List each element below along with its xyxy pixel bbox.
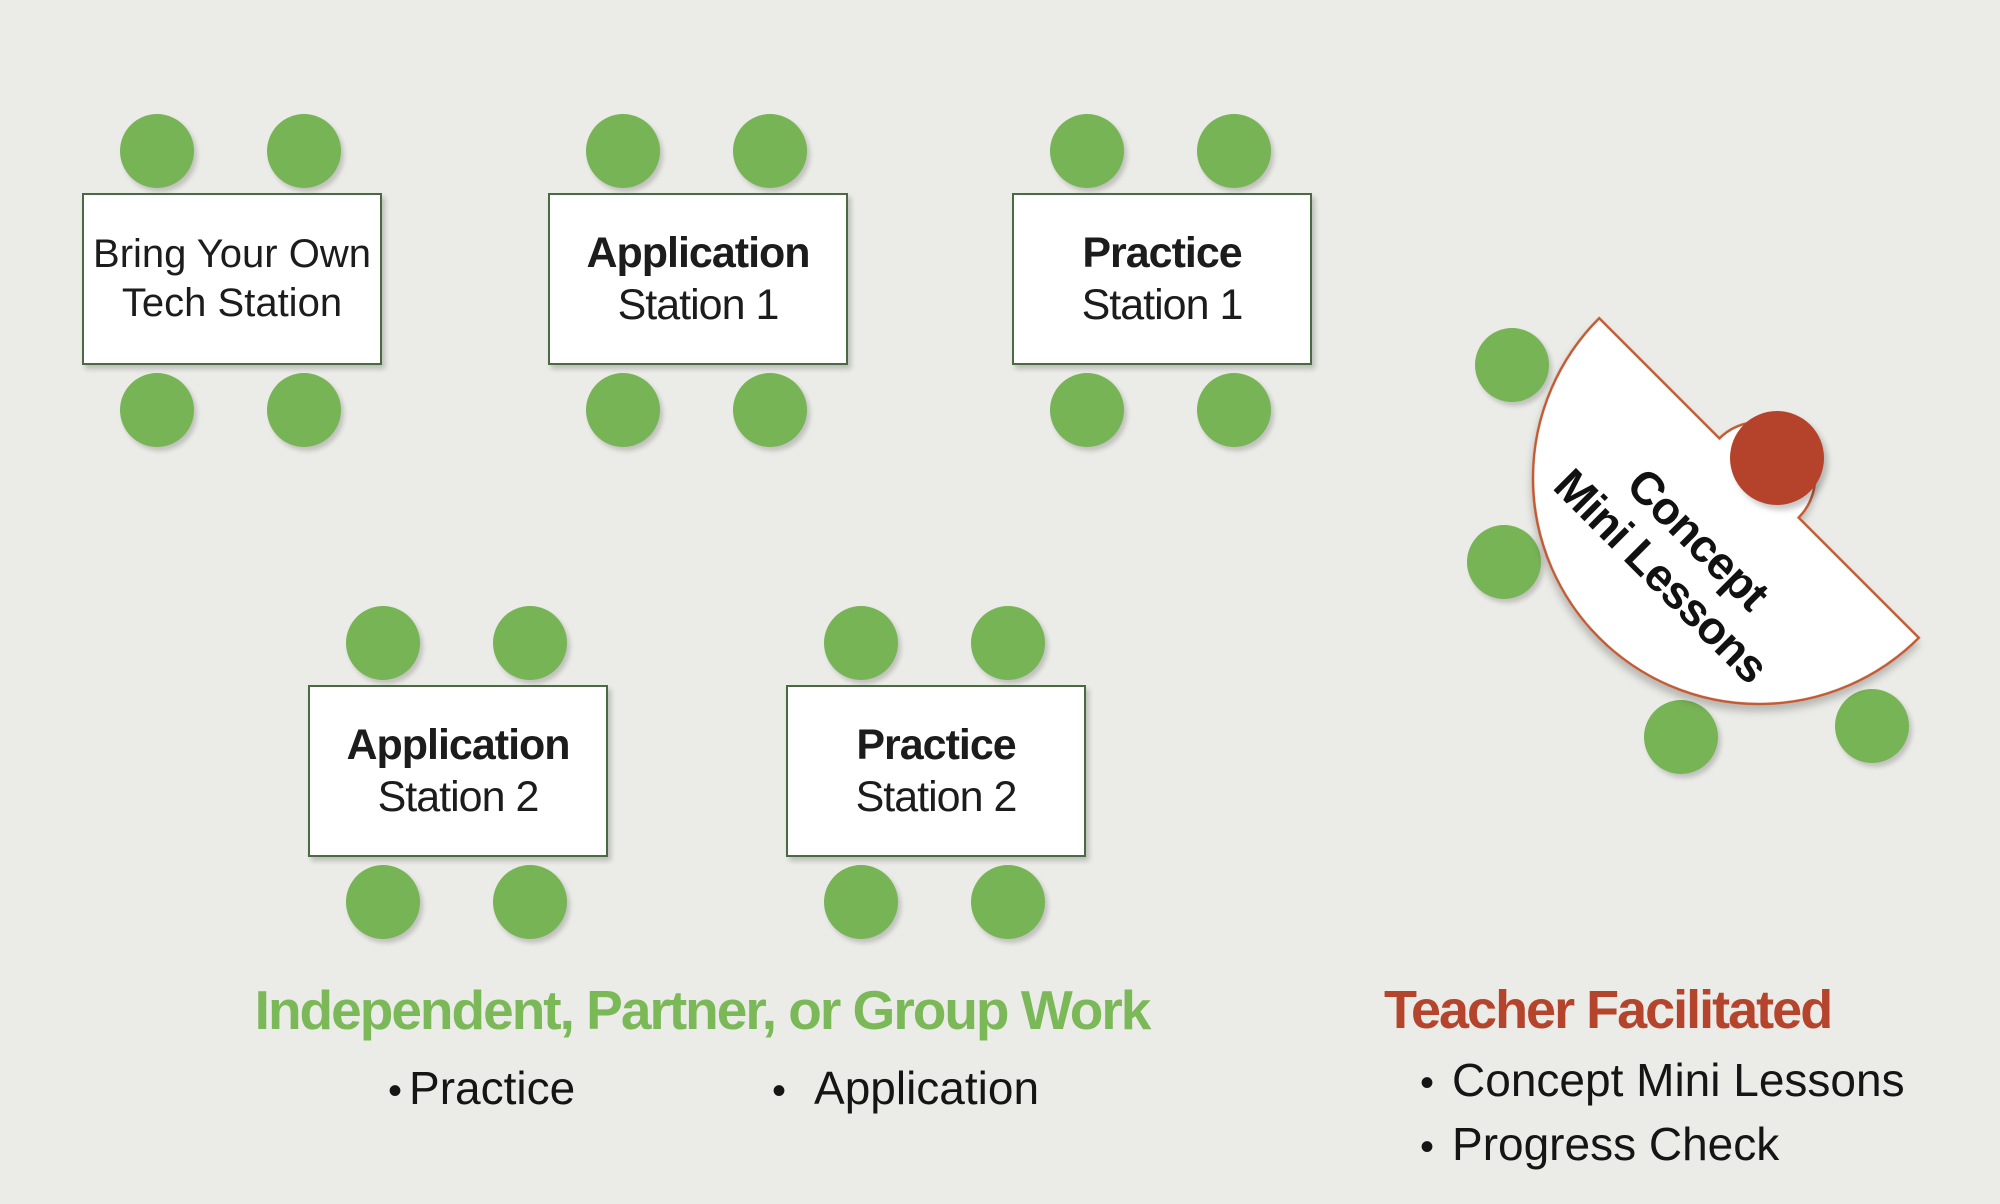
application-station-2: Application Station 2 (308, 606, 608, 939)
station-label-line2: Tech Station (121, 281, 343, 325)
student-chair (1197, 373, 1271, 447)
student-chair (1197, 114, 1271, 188)
legend-right-bullet-progress: • Progress Check (1420, 1118, 1779, 1171)
station-label-line2: Station 1 (617, 281, 780, 329)
practice-station-2: Practice Station 2 (786, 606, 1086, 939)
station-label-line2: Station 1 (1081, 281, 1244, 329)
student-chair (120, 373, 194, 447)
bullet-label: Progress Check (1452, 1118, 1780, 1170)
station-box: Practice Station 2 (786, 685, 1086, 857)
teacher-chair (1730, 411, 1824, 505)
student-chair (493, 606, 567, 680)
bullet-label: Application (814, 1062, 1040, 1114)
legend-right-bullet-concept: • Concept Mini Lessons (1420, 1054, 1905, 1107)
student-chair (1835, 689, 1909, 763)
bullet-icon: • (1420, 1061, 1435, 1105)
practice-station-1: Practice Station 1 (1012, 114, 1312, 447)
student-chair (1467, 525, 1541, 599)
station-label-line1: Application (346, 720, 570, 769)
student-chair (1050, 373, 1124, 447)
student-chair (733, 373, 807, 447)
student-chair (493, 865, 567, 939)
student-chair (1050, 114, 1124, 188)
station-label-line1: Practice (1082, 228, 1242, 277)
station-box: Application Station 2 (308, 685, 608, 857)
student-chair (120, 114, 194, 188)
legend-left-bullet-application: • Application (772, 1062, 1039, 1115)
student-chair (971, 606, 1045, 680)
byot-station: Bring Your Own Tech Station (82, 114, 382, 447)
student-chair (971, 865, 1045, 939)
station-label-line1: Application (586, 228, 810, 277)
station-label-line1: Bring Your Own (93, 232, 371, 277)
application-station-1: Application Station 1 (548, 114, 848, 447)
student-chair (586, 373, 660, 447)
legend-right-title: Teacher Facilitated (1384, 980, 1833, 1040)
student-chair (586, 114, 660, 188)
student-chair (267, 373, 341, 447)
station-label-line2: Station 2 (855, 773, 1018, 821)
student-chair (1475, 328, 1549, 402)
station-box: Application Station 1 (548, 193, 848, 365)
bullet-label: Concept Mini Lessons (1452, 1054, 1905, 1106)
student-chair (346, 606, 420, 680)
student-chair (733, 114, 807, 188)
station-label-line1: Practice (856, 720, 1016, 769)
student-chair (267, 114, 341, 188)
legend-left-bullet-practice: • Practice (388, 1062, 575, 1115)
bullet-label: Practice (409, 1062, 576, 1114)
student-chair (824, 606, 898, 680)
bullet-icon: • (772, 1069, 787, 1113)
station-label-line2: Station 2 (377, 773, 540, 821)
bullet-icon: • (1420, 1125, 1435, 1169)
bullet-icon: • (388, 1069, 403, 1113)
station-box: Practice Station 1 (1012, 193, 1312, 365)
student-chair (1644, 700, 1718, 774)
station-box: Bring Your Own Tech Station (82, 193, 382, 365)
student-chair (824, 865, 898, 939)
student-chair (346, 865, 420, 939)
legend-left-title: Independent, Partner, or Group Work (254, 979, 1152, 1041)
